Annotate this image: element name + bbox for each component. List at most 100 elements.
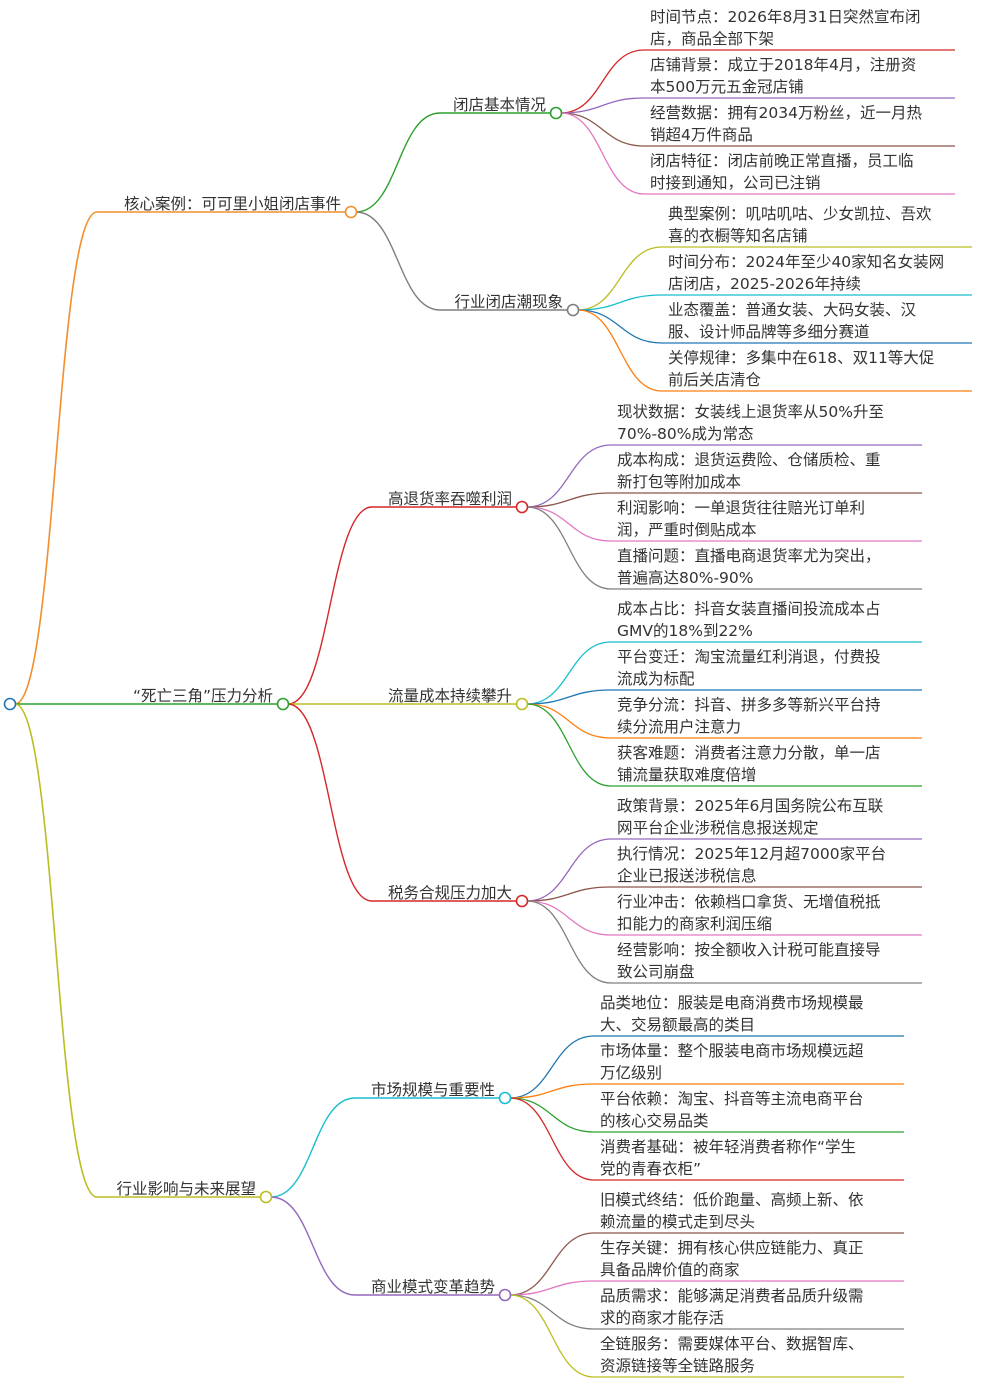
node-l2-1-1[interactable] xyxy=(515,697,529,711)
root-node[interactable] xyxy=(3,697,17,711)
leaf-text-0-1-0-1: 喜的衣橱等知名店铺 xyxy=(668,227,808,245)
leaf-text-2-0-1-1: 万亿级别 xyxy=(600,1064,662,1082)
link-l1-0-0 xyxy=(355,112,441,213)
topic-l2-0-1: 行业闭店潮现象 xyxy=(454,293,563,311)
link-leaf-2-0-0 xyxy=(509,1035,595,1099)
leaf-text-2-0-3-0: 消费者基础：被年轻消费者称作“学生 xyxy=(600,1138,856,1156)
link-leaf-1-1-0 xyxy=(526,641,612,705)
link-l1-2-0 xyxy=(270,1097,356,1198)
leaf-text-2-0-0-1: 大、交易额最高的类目 xyxy=(600,1016,755,1034)
node-l2-2-1[interactable] xyxy=(498,1288,512,1302)
node-l2-1-0[interactable] xyxy=(515,500,529,514)
leaf-text-0-0-2-1: 销超4万件商品 xyxy=(650,126,753,144)
link-leaf-1-0-2 xyxy=(526,506,612,542)
node-l2-2-0[interactable] xyxy=(498,1091,512,1105)
leaf-text-1-0-1-1: 新打包等附加成本 xyxy=(617,473,741,491)
link-leaf-1-1-2 xyxy=(526,703,612,739)
leaf-text-2-1-1-1: 具备品牌价值的商家 xyxy=(600,1261,740,1279)
link-leaf-0-0-3 xyxy=(560,112,645,195)
leaf-text-0-1-3-1: 前后关店清仓 xyxy=(668,371,762,389)
leaf-text-1-1-1-1: 流成为标配 xyxy=(617,670,695,688)
link-leaf-1-2-3 xyxy=(526,900,612,984)
leaf-text-0-1-2-1: 服、设计师品牌等多细分赛道 xyxy=(668,322,870,341)
topic-l1-0: 核心案例：可可里小姐闭店事件 xyxy=(124,195,341,213)
leaf-text-1-1-3-0: 获客难题：消费者注意力分散，单一店 xyxy=(617,743,881,762)
leaf-text-1-1-0-1: GMV的18%到22% xyxy=(617,622,753,640)
leaf-text-1-2-2-1: 扣能力的商家利润压缩 xyxy=(617,915,772,933)
topic-l2-2-0: 市场规模与重要性 xyxy=(371,1081,495,1099)
link-leaf-0-1-3 xyxy=(577,309,663,392)
link-leaf-2-1-1 xyxy=(509,1280,595,1296)
topic-l2-1-0: 高退货率吞噬利润 xyxy=(388,490,512,508)
link-l1-2-1 xyxy=(270,1196,356,1296)
link-leaf-1-2-0 xyxy=(526,838,612,902)
leaf-text-0-1-1-1: 店闭店，2025-2026年持续 xyxy=(668,275,861,293)
leaf-text-0-1-1-0: 时间分布：2024年至少40家知名女装网 xyxy=(668,252,944,271)
leaf-text-1-0-3-0: 直播问题：直播电商退货率尤为突出， xyxy=(617,547,881,565)
node-l1-0[interactable] xyxy=(344,205,358,219)
topic-l2-0-0: 闭店基本情况 xyxy=(453,96,546,114)
leaf-text-1-0-3-1: 普遍高达80%-90% xyxy=(617,569,754,587)
leaf-text-2-0-3-1: 党的青春衣柜” xyxy=(600,1160,701,1178)
link-leaf-0-0-1 xyxy=(560,97,645,114)
leaf-text-1-2-1-0: 执行情况：2025年12月超7000家平台 xyxy=(617,845,886,863)
leaf-text-0-0-1-1: 本500万元五金冠店铺 xyxy=(650,78,804,96)
link-leaf-2-1-3 xyxy=(509,1294,595,1378)
link-leaf-1-1-3 xyxy=(526,703,612,787)
node-l1-1[interactable] xyxy=(276,697,290,711)
leaf-text-2-1-0-0: 旧模式终结：低价跑量、高频上新、依 xyxy=(600,1191,864,1209)
topic-l2-1-1: 流量成本持续攀升 xyxy=(388,687,512,705)
leaf-text-1-2-3-1: 致公司崩盘 xyxy=(617,962,695,981)
leaf-text-2-0-1-0: 市场体量：整个服装电商市场规模远超 xyxy=(600,1042,864,1060)
leaf-text-0-0-2-0: 经营数据：拥有2034万粉丝，近一月热 xyxy=(650,104,922,122)
leaf-text-1-2-0-1: 网平台企业涉税信息报送规定 xyxy=(617,819,819,837)
link-leaf-2-1-2 xyxy=(509,1294,595,1330)
topic-l1-2: 行业影响与未来展望 xyxy=(116,1180,256,1198)
node-l2-1-2[interactable] xyxy=(515,894,529,908)
mind-map-links xyxy=(14,49,972,1378)
node-l1-2[interactable] xyxy=(259,1190,273,1204)
leaf-text-1-2-3-0: 经营影响：按全额收入计税可能直接导 xyxy=(617,941,881,959)
link-leaf-0-1-1 xyxy=(577,294,663,311)
link-l1-1-0 xyxy=(287,506,373,705)
leaf-text-1-1-2-0: 竞争分流：抖音、拼多多等新兴平台持 xyxy=(617,696,881,714)
topic-l1-1: “死亡三角”压力分析 xyxy=(133,687,273,705)
leaf-text-1-2-0-0: 政策背景：2025年6月国务院公布互联 xyxy=(617,796,883,815)
leaf-text-2-0-2-1: 的核心交易品类 xyxy=(600,1112,709,1130)
link-leaf-2-0-3 xyxy=(509,1097,595,1181)
leaf-text-0-1-2-0: 业态覆盖：普通女装、大码女装、汉 xyxy=(668,300,917,319)
leaf-text-2-0-2-0: 平台依赖：淘宝、抖音等主流电商平台 xyxy=(600,1090,864,1108)
leaf-text-1-1-1-0: 平台变迁：淘宝流量红利消退，付费投 xyxy=(617,648,881,666)
leaf-text-0-1-0-0: 典型案例：叽咕叽咕、少女凯拉、吾欢 xyxy=(668,204,932,223)
link-leaf-0-1-0 xyxy=(577,246,663,311)
leaf-text-2-0-0-0: 品类地位：服装是电商消费市场规模最 xyxy=(600,994,864,1012)
leaf-text-0-0-3-1: 时接到通知，公司已注销 xyxy=(650,174,821,192)
leaf-text-2-1-2-0: 品质需求：能够满足消费者品质升级需 xyxy=(600,1287,864,1305)
link-leaf-1-0-1 xyxy=(526,492,612,508)
link-leaf-1-1-1 xyxy=(526,689,612,705)
leaf-text-2-1-0-1: 赖流量的模式走到尽头 xyxy=(600,1213,755,1231)
link-leaf-2-1-0 xyxy=(509,1232,595,1296)
mind-map-labels: 核心案例：可可里小姐闭店事件闭店基本情况时间节点：2026年8月31日突然宣布闭… xyxy=(116,8,944,1375)
leaf-text-1-2-1-1: 企业已报送涉税信息 xyxy=(617,867,757,885)
topic-l2-1-2: 税务合规压力加大 xyxy=(388,884,512,902)
leaf-text-0-0-1-0: 店铺背景：成立于2018年4月，注册资 xyxy=(650,56,916,74)
link-leaf-0-0-0 xyxy=(560,49,645,114)
mind-map-nodes xyxy=(3,106,580,1302)
link-l1-1-2 xyxy=(287,703,373,902)
leaf-text-1-0-0-1: 70%-80%成为常态 xyxy=(617,425,754,443)
link-leaf-0-0-2 xyxy=(560,112,645,147)
leaf-text-2-1-1-0: 生存关键：拥有核心供应链能力、真正 xyxy=(600,1238,864,1257)
leaf-text-1-0-2-1: 润，严重时倒贴成本 xyxy=(617,521,757,539)
leaf-text-0-1-3-0: 关停规律：多集中在618、双11等大促 xyxy=(668,349,934,367)
node-l2-0-0[interactable] xyxy=(549,106,563,120)
leaf-text-1-0-1-0: 成本构成：退货运费险、仓储质检、重 xyxy=(617,451,881,469)
link-leaf-1-2-2 xyxy=(526,900,612,936)
leaf-text-2-1-2-1: 求的商家才能存活 xyxy=(600,1309,724,1327)
link-leaf-2-0-1 xyxy=(509,1083,595,1099)
link-leaf-1-0-0 xyxy=(526,444,612,508)
leaf-text-1-1-0-0: 成本占比：抖音女装直播间投流成本占 xyxy=(617,599,881,618)
leaf-text-2-1-3-1: 资源链接等全链路服务 xyxy=(600,1357,755,1375)
node-l2-0-1[interactable] xyxy=(566,303,580,317)
